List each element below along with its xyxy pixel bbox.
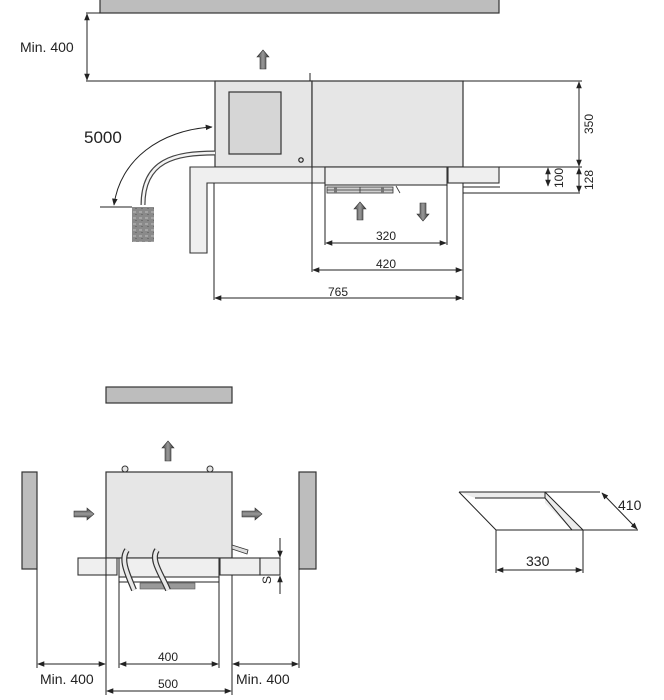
cutout-width-label: 330 <box>526 553 550 569</box>
drawer-front <box>118 557 220 578</box>
drawer-width-label: 320 <box>376 229 396 243</box>
control-panel <box>228 91 282 155</box>
counter-left <box>189 166 326 254</box>
front-view: S Min. 400 400 Min. 400 500 <box>21 386 317 695</box>
counter-right <box>447 166 500 184</box>
drawer-front <box>324 166 448 186</box>
right-wall <box>298 471 317 570</box>
counter-left <box>77 557 118 576</box>
airflow-in-arrow-icon <box>73 507 95 521</box>
left-wall <box>21 471 38 570</box>
cable-outlet <box>231 544 249 555</box>
counter-right <box>219 557 261 576</box>
cutout-view: 410 330 <box>458 491 642 573</box>
height-unit-label: 350 <box>582 114 596 134</box>
clearance-left-label: Min. 400 <box>40 671 94 687</box>
drawer-rail <box>326 185 401 194</box>
airflow-out-arrow-icon <box>241 507 263 521</box>
height-lower-label: 128 <box>582 170 596 190</box>
cutout-depth-label: 410 <box>618 497 642 513</box>
hose-length-arc <box>112 124 213 206</box>
clearance-top-label: Min. 400 <box>20 39 74 55</box>
outer-width-label: 500 <box>158 677 178 691</box>
total-depth-label: 765 <box>328 285 348 299</box>
airflow-out-arrow-icon <box>416 202 430 222</box>
unit-body <box>105 471 233 559</box>
rear-wall <box>105 386 233 404</box>
gap-label: S <box>260 576 274 584</box>
unit-main-body <box>311 80 464 168</box>
airflow-up-arrow-icon <box>161 440 175 462</box>
side-view: Min. 400 <box>20 0 596 301</box>
unit-width-label: 420 <box>376 257 396 271</box>
hose-length-label: 5000 <box>84 128 122 147</box>
mounting-lug-icon <box>206 465 214 473</box>
airflow-up-arrow-icon <box>256 49 270 70</box>
airflow-in-arrow-icon <box>353 201 367 221</box>
cutout-depth-dimension-line <box>601 492 638 530</box>
indicator-light-icon <box>298 157 304 163</box>
drain-trap <box>132 207 154 242</box>
clearance-right-label: Min. 400 <box>236 671 290 687</box>
inner-width-label: 400 <box>158 650 178 664</box>
rear-wall <box>99 0 500 14</box>
counter-edge <box>259 557 281 576</box>
height-shelf-label: 100 <box>552 168 566 188</box>
mounting-lug-icon <box>121 465 129 473</box>
